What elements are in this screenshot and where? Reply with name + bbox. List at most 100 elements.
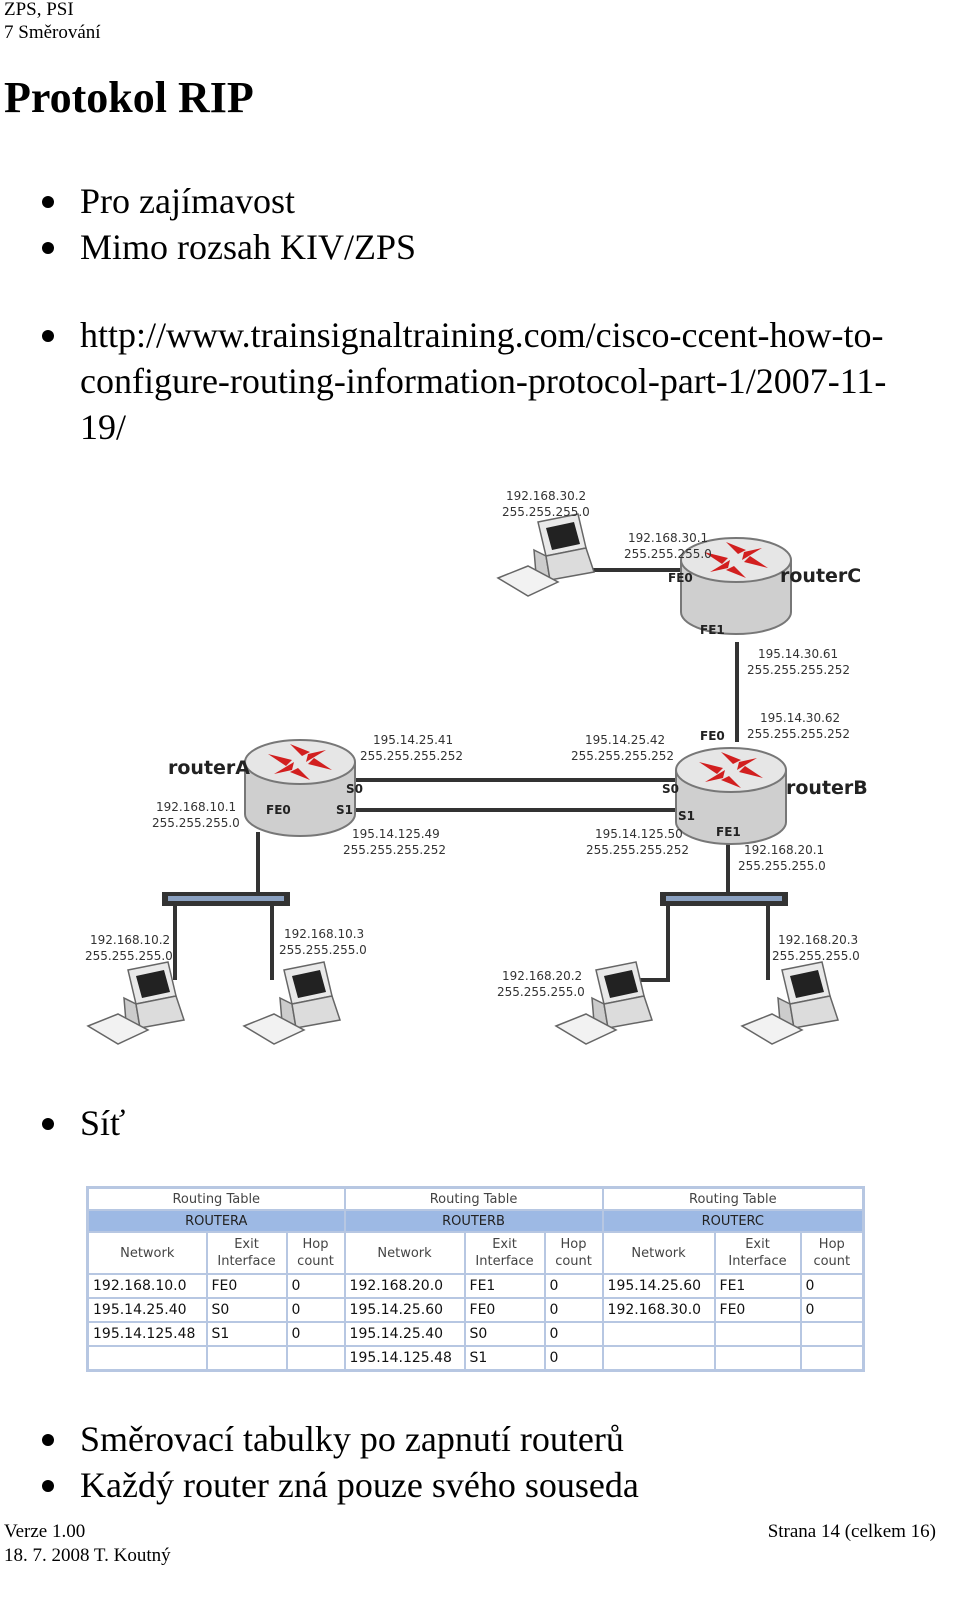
footer-left: Verze 1.00 18. 7. 2008 T. Koutný [4,1520,171,1568]
computer-a1 [87,961,185,1045]
routerb-s1-mask: 255.255.255.252 [586,843,689,857]
footer-page-number: Strana 14 (celkem 16) [767,1521,936,1542]
routerc-fe0-label: FE0 [668,571,693,585]
cell-exit: S1 [463,1345,546,1372]
cell-hop [285,1345,346,1372]
table-b-name: ROUTERB [343,1209,604,1233]
cell-network: 195.14.125.48 [86,1321,208,1347]
table-c-caption: Routing Table [601,1186,865,1211]
switch-a [162,892,290,906]
routera-s1-ip: 195.14.125.49 [352,827,440,841]
cell-network: 195.14.25.60 [343,1297,466,1323]
cell-hop: 0 [799,1273,865,1299]
routing-tables: Routing Table Routing Table Routing Tabl… [86,1186,866,1372]
table-a-caption: Routing Table [86,1186,346,1211]
table-b-caption: Routing Table [343,1186,604,1211]
link-line-2[interactable]: configure-routing-information-protocol-p… [80,361,887,401]
host-b1-ip: 192.168.20.2 [502,969,582,983]
host-a2-mask: 255.255.255.0 [279,943,367,957]
bullet-list-link: http://www.trainsignaltraining.com/cisco… [0,312,886,450]
host-b2-mask: 255.255.255.0 [772,949,860,963]
page-title: Protokol RIP [4,73,254,122]
bullet-item: Směrovací tabulky po zapnutí routerů [0,1416,639,1462]
routera-s0-ip: 195.14.25.41 [373,733,453,747]
host-b1-mask: 255.255.255.0 [497,985,585,999]
cell-network [601,1345,716,1372]
routerc-fe1-ip: 195.14.30.61 [758,647,838,661]
computer-a2 [243,961,341,1045]
routerb-s0-mask: 255.255.255.252 [571,749,674,763]
cell-exit [713,1321,802,1347]
table-c-name: ROUTERC [601,1209,865,1233]
cell-network: 192.168.30.0 [601,1297,716,1323]
routera-lan-mask: 255.255.255.0 [152,816,240,830]
cell-network: 195.14.125.48 [343,1345,466,1372]
routera-s0-label: S0 [346,782,363,796]
routera-lan-ip: 192.168.10.1 [156,800,236,814]
routerb-lan-mask: 255.255.255.0 [738,859,826,873]
host-c-mask: 255.255.255.0 [502,505,590,519]
routerc-lan-ip: 192.168.30.1 [628,531,708,545]
cell-network: 192.168.20.0 [343,1273,466,1299]
cell-hop: 0 [285,1297,346,1323]
bullet-item: Mimo rozsah KIV/ZPS [0,224,416,270]
footer-date-author: 18. 7. 2008 T. Koutný [4,1545,171,1566]
cell-hop: 0 [799,1297,865,1323]
cell-hop: 0 [543,1273,604,1299]
cell-network: 195.14.25.40 [343,1321,466,1347]
cell-exit: FE1 [713,1273,802,1299]
routera-s1-label: S1 [336,803,353,817]
routerb-fe1-label: FE1 [716,825,741,839]
computer-c [497,513,595,597]
routerb-name: routerB [786,777,868,799]
bullet-item: Pro zajímavost [0,178,416,224]
routerc-fe1-mask: 255.255.255.252 [747,663,850,677]
footer-version: Verze 1.00 [4,1521,86,1542]
cell-network [86,1345,208,1372]
routera-fe0-label: FE0 [266,803,291,817]
routera-s0-mask: 255.255.255.252 [360,749,463,763]
host-a1-ip: 192.168.10.2 [90,933,170,947]
header-chapter: 7 Směrování [4,22,101,43]
cell-network: 195.14.25.60 [601,1273,716,1299]
computer-b2 [741,961,839,1045]
router-a [244,739,356,837]
routerb-fe0-label: FE0 [700,729,725,743]
link-line-1[interactable]: http://www.trainsignaltraining.com/cisco… [80,315,884,355]
cell-exit [205,1345,288,1372]
routerb-s0-ip: 195.14.25.42 [585,733,665,747]
table-row: 192.168.10.0 FE0 0 192.168.20.0 FE1 0 19… [86,1273,865,1299]
cell-exit: S0 [463,1321,546,1347]
link-bullet[interactable]: http://www.trainsignaltraining.com/cisco… [0,312,886,450]
cell-hop [799,1321,865,1347]
cell-network: 195.14.25.40 [86,1297,208,1323]
col-network: Network [343,1231,466,1275]
host-a1-mask: 255.255.255.0 [85,949,173,963]
cell-hop: 0 [285,1273,346,1299]
bullet-item: Síť [0,1100,125,1146]
host-c-ip: 192.168.30.2 [506,489,586,503]
table-row: 195.14.25.40 S0 0 195.14.25.60 FE0 0 192… [86,1297,865,1323]
link-switchb-pc1 [640,901,670,982]
cell-exit [713,1345,802,1372]
bullet-item: Každý router zná pouze svého souseda [0,1462,639,1508]
table-row: 195.14.125.48 S1 0 [86,1345,865,1372]
cell-network [601,1321,716,1347]
cell-exit: S0 [205,1297,288,1323]
routera-s1-mask: 255.255.255.252 [343,843,446,857]
header-course: ZPS, PSI [4,0,74,20]
table-row: 195.14.125.48 S1 0 195.14.25.40 S0 0 [86,1321,865,1347]
routerb-lan-ip: 192.168.20.1 [744,843,824,857]
bullet-list-bottom: Směrovací tabulky po zapnutí routerů Kaž… [0,1416,639,1508]
col-network: Network [86,1231,208,1275]
routerb-fe0-mask: 255.255.255.252 [747,727,850,741]
cell-hop: 0 [285,1321,346,1347]
link-line-3[interactable]: 19/ [80,407,127,447]
cell-hop [799,1345,865,1372]
routerc-name: routerC [780,565,861,587]
